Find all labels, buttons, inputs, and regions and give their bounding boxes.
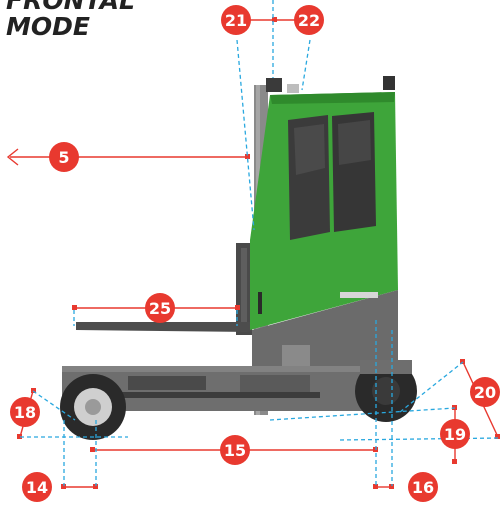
- svg-text:5: 5: [58, 148, 69, 167]
- badge-21: 21: [221, 5, 251, 35]
- badge-15: 15: [220, 435, 250, 465]
- badge-22: 22: [294, 5, 324, 35]
- dimension-badges: 5 21 22 25 18 15: [10, 5, 500, 502]
- badge-18: 18: [10, 397, 40, 427]
- svg-text:19: 19: [444, 425, 466, 444]
- fork-tines: [76, 322, 252, 332]
- svg-text:20: 20: [474, 383, 496, 402]
- badge-5: 5: [49, 142, 79, 172]
- svg-text:15: 15: [224, 441, 246, 460]
- mast-lamp: [266, 78, 282, 92]
- badge-25: 25: [145, 293, 175, 323]
- svg-text:21: 21: [225, 11, 247, 30]
- badge-19: 19: [440, 419, 470, 449]
- title-line-2: MODE: [6, 12, 90, 41]
- title-line-1: FRONTAL: [6, 0, 135, 15]
- dim-5-arrowhead: [6, 148, 19, 166]
- svg-text:22: 22: [298, 11, 320, 30]
- badge-20: 20: [470, 377, 500, 407]
- diagram-title: FRONTAL MODE: [6, 0, 135, 40]
- svg-text:18: 18: [14, 403, 36, 422]
- svg-text:16: 16: [412, 478, 434, 497]
- forklift-vehicle: [60, 76, 417, 440]
- svg-text:25: 25: [149, 299, 171, 318]
- cab-roof-lamp: [383, 76, 395, 90]
- badge-16: 16: [408, 472, 438, 502]
- badge-14: 14: [22, 472, 52, 502]
- svg-text:14: 14: [26, 478, 48, 497]
